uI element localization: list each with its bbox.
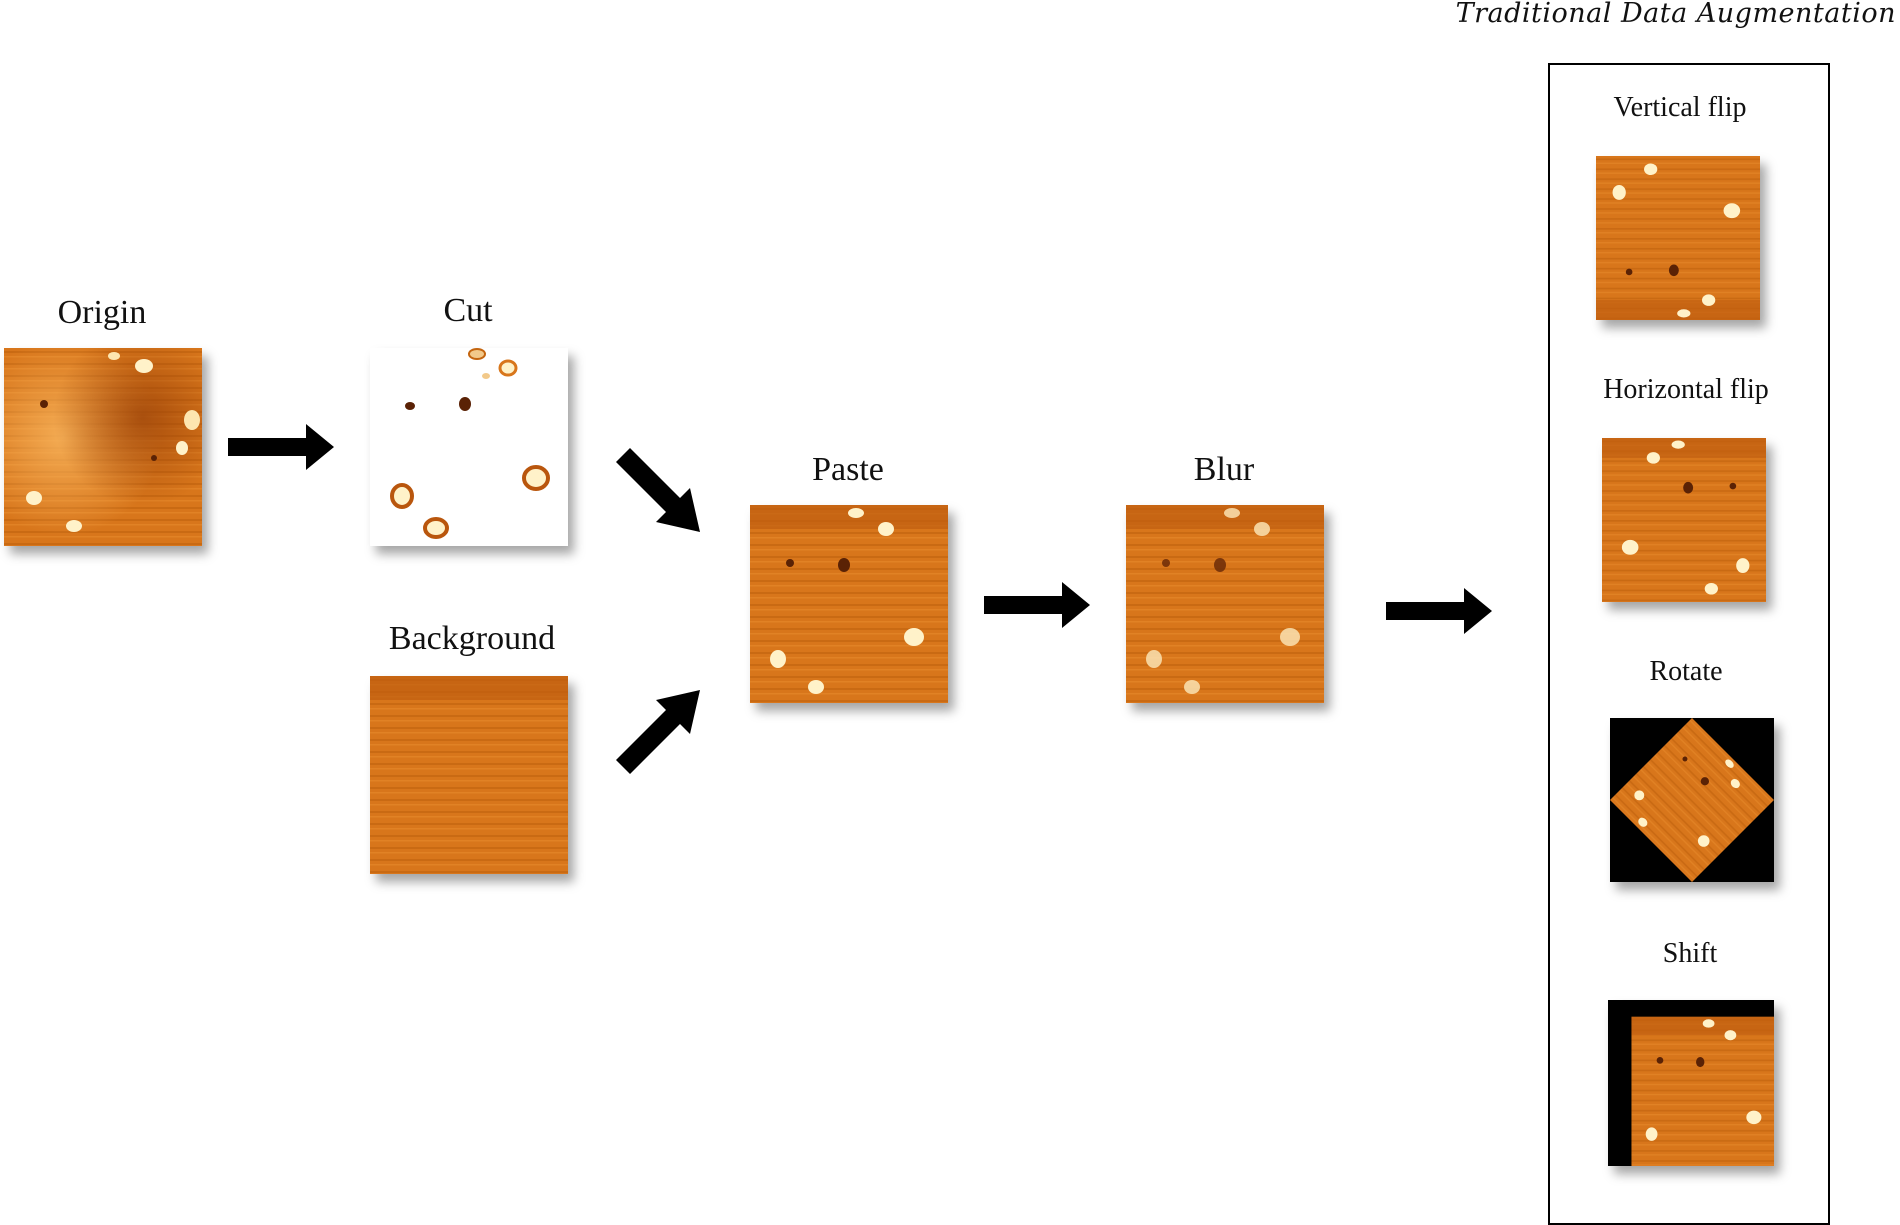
aug-label-vertical-flip: Vertical flip bbox=[1613, 92, 1747, 123]
arrow-right-icon bbox=[984, 582, 1090, 628]
origin-image bbox=[4, 348, 202, 546]
aug-label-shift: Shift bbox=[1662, 938, 1718, 969]
horizontal-flip-image bbox=[1602, 438, 1766, 602]
augmentation-title: Traditional Data Augmentation bbox=[1455, 0, 1896, 29]
arrow-right-icon bbox=[228, 424, 334, 470]
vertical-flip-image bbox=[1596, 156, 1760, 320]
origin-label: Origin bbox=[57, 294, 147, 331]
rotate-image bbox=[1610, 718, 1774, 882]
cut-image bbox=[370, 348, 568, 546]
blur-label: Blur bbox=[1193, 451, 1255, 488]
background-label: Background bbox=[388, 620, 556, 657]
aug-label-rotate: Rotate bbox=[1649, 656, 1723, 687]
blur-image bbox=[1126, 505, 1324, 703]
arrow-up-right-icon bbox=[616, 690, 700, 774]
paste-label: Paste bbox=[812, 451, 884, 488]
paste-image bbox=[750, 505, 948, 703]
aug-label-horizontal-flip: Horizontal flip bbox=[1603, 374, 1769, 405]
cut-label: Cut bbox=[443, 292, 493, 329]
background-image bbox=[370, 676, 568, 874]
arrow-down-right-icon bbox=[616, 448, 700, 532]
arrow-right-icon bbox=[1386, 588, 1492, 634]
shift-image bbox=[1608, 1000, 1774, 1166]
